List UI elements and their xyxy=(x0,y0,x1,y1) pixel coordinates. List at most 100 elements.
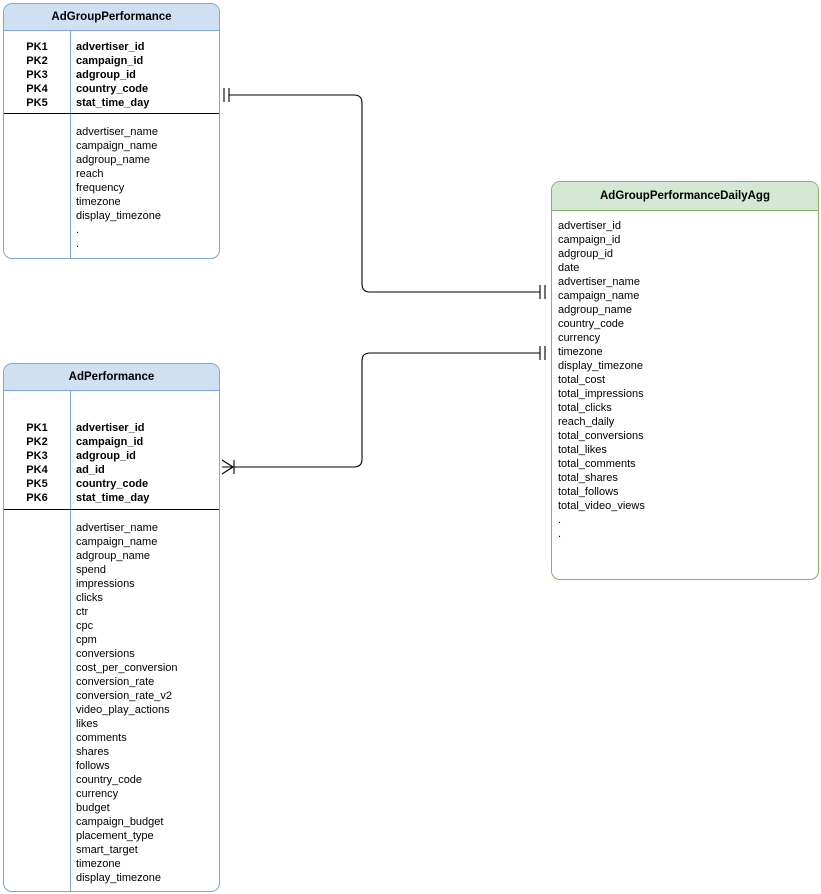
attribute: advertiser_name xyxy=(76,126,158,138)
key-field: country_code xyxy=(76,478,149,490)
attribute: smart_target xyxy=(76,844,138,856)
attribute: campaign_name xyxy=(76,140,158,152)
attribute: placement_type xyxy=(76,830,154,842)
attribute: campaign_budget xyxy=(76,816,164,828)
pk-label: PK6 xyxy=(26,492,48,504)
attribute: date xyxy=(558,262,580,274)
attribute: display_timezone xyxy=(76,872,161,884)
pk-label: PK2 xyxy=(26,436,48,448)
attribute: conversions xyxy=(76,648,135,660)
key-field: campaign_id xyxy=(76,436,144,448)
key-field-column: advertiser_id campaign_id adgroup_id cou… xyxy=(76,40,149,110)
attribute: advertiser_name xyxy=(558,276,640,288)
pk-label: PK5 xyxy=(26,478,48,490)
attribute: total_impressions xyxy=(558,388,644,400)
key-field: country_code xyxy=(76,83,149,95)
key-field: adgroup_id xyxy=(76,69,136,81)
pk-label: PK3 xyxy=(26,69,48,81)
attribute: total_video_views xyxy=(558,500,645,512)
pk-label-column: PK1 PK2 PK3 PK4 PK5 PK6 xyxy=(4,421,70,505)
entity-title-adgroupperformance: AdGroupPerformance xyxy=(4,4,219,31)
attribute: adgroup_id xyxy=(558,248,614,260)
attribute: shares xyxy=(76,746,110,758)
attribute: impressions xyxy=(76,578,135,590)
attribute: spend xyxy=(76,564,106,576)
attribute: conversion_rate_v2 xyxy=(76,690,173,702)
attribute: campaign_id xyxy=(558,234,621,246)
attribute-column: advertiser_name campaign_name adgroup_na… xyxy=(76,125,161,251)
entity-adgroupperformancedailyagg[interactable]: AdGroupPerformanceDailyAgg advertiser_id… xyxy=(551,181,819,580)
attribute: total_shares xyxy=(558,472,618,484)
attribute: frequency xyxy=(76,182,125,194)
attribute: adgroup_name xyxy=(76,550,151,562)
pk-column-divider xyxy=(70,391,71,891)
key-attribute-separator xyxy=(4,509,219,510)
attribute: total_follows xyxy=(558,486,619,498)
attribute: clicks xyxy=(76,592,103,604)
attribute: timezone xyxy=(76,858,121,870)
key-field: stat_time_day xyxy=(76,97,150,109)
pk-label: PK2 xyxy=(26,55,48,67)
attribute: adgroup_name xyxy=(76,154,151,166)
attribute: advertiser_name xyxy=(76,522,158,534)
attribute: total_conversions xyxy=(558,430,644,442)
attribute: cpm xyxy=(76,634,97,646)
attribute-ellipsis: . xyxy=(558,514,562,526)
entity-adgroupperformance[interactable]: AdGroupPerformance PK1 PK2 PK3 PK4 PK5 a… xyxy=(3,3,220,259)
attribute: display_timezone xyxy=(76,210,161,222)
attribute: campaign_name xyxy=(76,536,158,548)
attribute: display_timezone xyxy=(558,360,643,372)
entity-title-adgroupperformancedailyagg: AdGroupPerformanceDailyAgg xyxy=(552,182,818,211)
attribute: total_comments xyxy=(558,458,636,470)
attribute: total_likes xyxy=(558,444,607,456)
key-field: campaign_id xyxy=(76,55,144,67)
pk-label: PK5 xyxy=(26,97,48,109)
attribute: ctr xyxy=(76,606,89,618)
relationship-adperformance-to-dailyagg xyxy=(221,346,546,475)
entity-body-adgroupperformancedailyagg: advertiser_id campaign_id adgroup_id dat… xyxy=(552,211,818,579)
pk-label: PK4 xyxy=(26,83,48,95)
key-field-column: advertiser_id campaign_id adgroup_id ad_… xyxy=(76,421,149,505)
attribute-column: advertiser_id campaign_id adgroup_id dat… xyxy=(558,219,645,541)
attribute-ellipsis: . xyxy=(76,238,80,250)
entity-title-adperformance: AdPerformance xyxy=(4,364,219,391)
pk-label-column: PK1 PK2 PK3 PK4 PK5 xyxy=(4,40,70,110)
attribute: likes xyxy=(76,718,99,730)
entity-body-adgroupperformance: PK1 PK2 PK3 PK4 PK5 advertiser_id campai… xyxy=(4,31,219,258)
pk-label: PK3 xyxy=(26,450,48,462)
attribute-column: advertiser_name campaign_name adgroup_na… xyxy=(76,521,178,892)
key-field: adgroup_id xyxy=(76,450,136,462)
attribute: timezone xyxy=(558,346,603,358)
attribute: follows xyxy=(76,760,110,772)
key-field: stat_time_day xyxy=(76,492,150,504)
attribute: timezone xyxy=(76,196,121,208)
attribute: reach_daily xyxy=(558,416,615,428)
pk-label: PK1 xyxy=(26,41,48,53)
pk-label: PK1 xyxy=(26,422,48,434)
attribute: currency xyxy=(76,788,119,800)
attribute: country_code xyxy=(76,774,143,786)
entity-body-adperformance: PK1 PK2 PK3 PK4 PK5 PK6 advertiser_id ca… xyxy=(4,391,219,891)
attribute: cpc xyxy=(76,620,94,632)
key-attribute-separator xyxy=(4,113,219,114)
key-field: advertiser_id xyxy=(76,41,145,53)
cardinality-many-crowsfoot xyxy=(221,459,234,475)
attribute: adgroup_name xyxy=(558,304,633,316)
connector-line xyxy=(231,352,540,468)
attribute: total_clicks xyxy=(558,402,612,414)
attribute: total_cost xyxy=(558,374,606,386)
attribute: reach xyxy=(76,168,104,180)
entity-adperformance[interactable]: AdPerformance PK1 PK2 PK3 PK4 PK5 PK6 ad… xyxy=(3,363,220,892)
attribute: campaign_name xyxy=(558,290,640,302)
attribute: advertiser_id xyxy=(558,220,621,232)
attribute: comments xyxy=(76,732,127,744)
pk-label: PK4 xyxy=(26,464,48,476)
attribute-ellipsis: . xyxy=(76,886,80,892)
attribute: budget xyxy=(76,802,110,814)
attribute: country_code xyxy=(558,318,625,330)
attribute: currency xyxy=(558,332,601,344)
attribute: conversion_rate xyxy=(76,676,155,688)
pk-column-divider xyxy=(70,31,71,258)
attribute-ellipsis: . xyxy=(76,224,80,236)
